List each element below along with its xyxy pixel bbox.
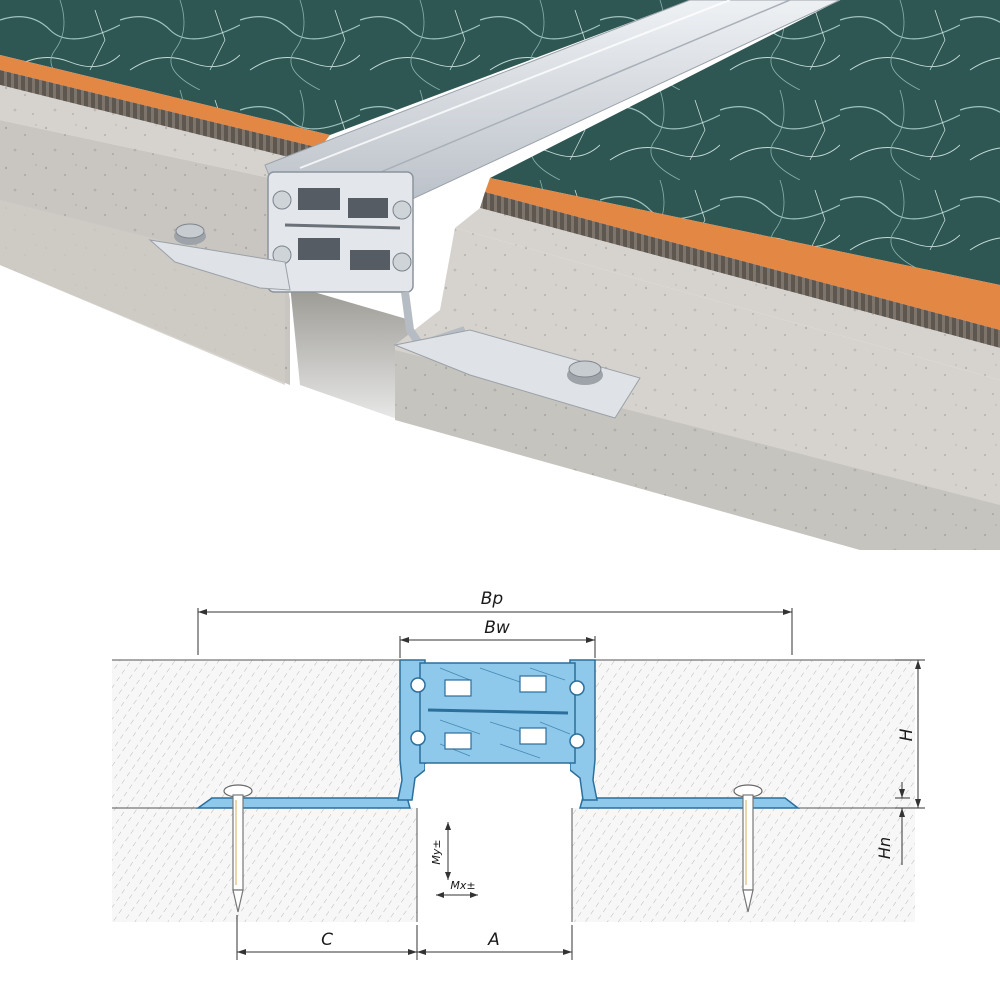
movement-label-mx: Mx± <box>450 879 475 892</box>
concrete-hatch-right-upper <box>595 660 915 808</box>
orange-strip-left <box>0 55 330 148</box>
dimension-label-bw: Bw <box>484 618 510 638</box>
movement-label-my: My± <box>430 839 443 864</box>
joint-profile-section <box>195 659 801 809</box>
concrete-hatch-left-upper <box>112 660 400 808</box>
concrete-slab-left-top <box>0 85 300 178</box>
marble-floor-right <box>490 0 1000 285</box>
dimension-label-hn: Hn <box>875 837 894 859</box>
left-anchor-flange <box>148 223 291 291</box>
concrete-step-left <box>0 200 285 385</box>
anchor-screw-right <box>733 784 763 913</box>
dimension-label-h: H <box>897 728 917 741</box>
rendered-view <box>0 0 1000 550</box>
dimension-label-a: A <box>487 930 500 950</box>
ribbed-filler-left <box>0 70 320 160</box>
concrete-hatch-left-lower <box>112 808 417 922</box>
concrete-slab-right-front <box>395 228 1000 550</box>
dimension-label-c: C <box>321 930 333 950</box>
concrete-slab-right-top <box>455 208 1000 380</box>
technical-drawing: Bp Bw H Hn C A My± Mx± <box>112 589 925 960</box>
anchor-screw-left <box>223 784 253 913</box>
joint-gap <box>290 285 410 420</box>
marble-floor-left <box>0 0 690 135</box>
orange-strip-right <box>485 178 1000 330</box>
right-anchor-flange <box>393 329 641 419</box>
dimension-label-bp: Bp <box>481 589 504 609</box>
ribbed-filler-right <box>480 192 1000 348</box>
